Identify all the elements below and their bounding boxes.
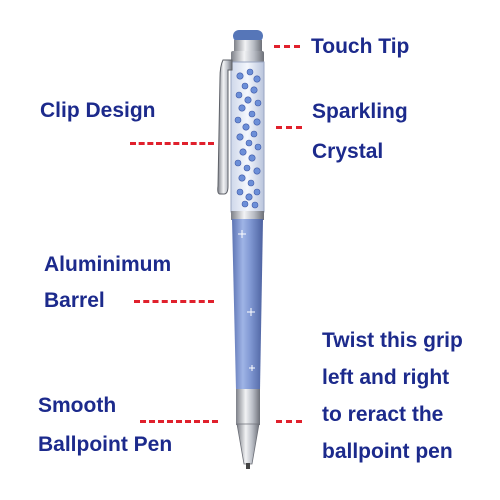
leader-touch-tip bbox=[274, 45, 300, 48]
leader-sparkling-crystal bbox=[276, 126, 302, 129]
barrel-sparkles bbox=[238, 230, 255, 371]
center-ring bbox=[231, 211, 264, 220]
ballpoint-nib bbox=[246, 463, 250, 469]
label-twist-line2: left and right bbox=[322, 366, 450, 389]
label-aluminium-line2: Barrel bbox=[44, 289, 105, 312]
ballpoint-tip bbox=[236, 423, 260, 465]
label-touch-tip: Touch Tip bbox=[311, 35, 410, 58]
label-smooth-line1: Smooth bbox=[38, 394, 117, 417]
label-sparkling-line2: Crystal bbox=[312, 140, 384, 163]
label-smooth-line2: Ballpoint Pen bbox=[38, 433, 173, 456]
label-twist-line1: Twist this grip bbox=[322, 329, 463, 352]
crystal-chamber bbox=[230, 61, 265, 213]
label-aluminium-line1: Aluminimum bbox=[44, 253, 172, 276]
label-clip-design: Clip Design bbox=[40, 99, 156, 122]
label-twist-line3: to reract the bbox=[322, 403, 444, 426]
label-sparkling-line1: Sparkling bbox=[312, 100, 408, 123]
twist-grip bbox=[236, 389, 260, 425]
leader-twist-grip bbox=[276, 420, 302, 423]
leader-aluminium-barrel bbox=[134, 300, 214, 303]
leader-clip-design bbox=[130, 142, 214, 145]
top-cap bbox=[231, 51, 264, 63]
aluminium-barrel bbox=[232, 219, 263, 390]
pen-clip bbox=[217, 59, 233, 195]
touch-tip bbox=[233, 30, 263, 52]
label-twist-line4: ballpoint pen bbox=[322, 440, 453, 463]
leader-ballpoint-pen bbox=[140, 420, 218, 423]
